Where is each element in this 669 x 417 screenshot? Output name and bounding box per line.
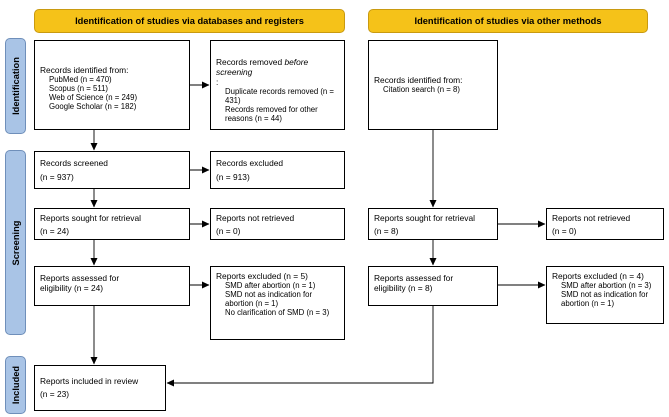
duplicates-removed: Duplicate records removed (n = 431)	[225, 87, 334, 105]
excluded-smd-after-abortion: SMD after abortion (n = 1)	[225, 281, 316, 290]
included-box: Reports included in review (n = 23)	[34, 365, 166, 411]
header-other-text: Identification of studies via other meth…	[414, 16, 602, 26]
other-identified-box: Records identified from: Citation search…	[368, 40, 498, 130]
other-assessed-box: Reports assessed for eligibility (n = 8)	[368, 266, 498, 306]
other-assessed-label: Reports assessed for	[374, 273, 454, 283]
records-screened-count: (n = 937)	[40, 172, 74, 182]
phase-included: Included	[5, 356, 26, 414]
source-pubmed: PubMed (n = 470)	[49, 75, 112, 84]
source-web-of-science: Web of Science (n = 249)	[49, 93, 138, 102]
reports-sought-count: (n = 24)	[40, 226, 70, 236]
other-sought-label: Reports sought for retrieval	[374, 213, 476, 223]
header-databases-text: Identification of studies via databases …	[75, 16, 304, 26]
reports-excluded-box: Reports excluded (n = 5) SMD after abort…	[210, 266, 345, 340]
other-not-retrieved-count: (n = 0)	[552, 226, 577, 236]
records-excluded-label: Records excluded	[216, 158, 284, 168]
reports-assessed-box: Reports assessed for eligibility (n = 24…	[34, 266, 190, 306]
included-label: Reports included in review	[40, 376, 139, 386]
records-excluded-count: (n = 913)	[216, 172, 250, 182]
other-excluded-box: Reports excluded (n = 4) SMD after abort…	[546, 266, 664, 324]
records-identified-title: Records identified from:	[40, 65, 129, 75]
records-identified-box: Records identified from: PubMed (n = 470…	[34, 40, 190, 130]
reports-not-retrieved-box: Reports not retrieved (n = 0)	[210, 208, 345, 240]
reports-sought-box: Reports sought for retrieval (n = 24)	[34, 208, 190, 240]
records-excluded-box: Records excluded (n = 913)	[210, 151, 345, 189]
included-count: (n = 23)	[40, 389, 70, 399]
records-removed-title: Records removed before screening:	[216, 57, 309, 87]
other-assessed-count: eligibility (n = 8)	[374, 283, 433, 293]
records-screened-label: Records screened	[40, 158, 108, 168]
other-excluded-title: Reports excluded (n = 4)	[552, 271, 644, 281]
header-databases: Identification of studies via databases …	[34, 9, 345, 33]
citation-search: Citation search (n = 8)	[383, 85, 460, 94]
other-removed: Records removed for other reasons (n = 4…	[225, 105, 318, 123]
other-excluded-smd-not-indication: SMD not as indication for abortion (n = …	[561, 290, 649, 308]
phase-identification: Identification	[5, 38, 26, 134]
reports-sought-label: Reports sought for retrieval	[40, 213, 142, 223]
other-identified-title: Records identified from:	[374, 75, 463, 85]
other-sought-box: Reports sought for retrieval (n = 8)	[368, 208, 498, 240]
excluded-no-clarification: No clarification of SMD (n = 3)	[225, 308, 330, 317]
other-not-retrieved-box: Reports not retrieved (n = 0)	[546, 208, 664, 240]
records-removed-box: Records removed before screening: Duplic…	[210, 40, 345, 130]
records-screened-box: Records screened (n = 937)	[34, 151, 190, 189]
reports-not-retrieved-label: Reports not retrieved	[216, 213, 295, 223]
arrow-other-assessed-to-included	[166, 306, 434, 387]
reports-assessed-count: eligibility (n = 24)	[40, 283, 104, 293]
reports-assessed-label: Reports assessed for	[40, 273, 120, 283]
excluded-smd-not-indication: SMD not as indication for abortion (n = …	[225, 290, 313, 308]
source-scopus: Scopus (n = 511)	[49, 84, 109, 93]
other-excluded-smd-after-abortion: SMD after abortion (n = 3)	[561, 281, 652, 290]
other-sought-count: (n = 8)	[374, 226, 399, 236]
other-not-retrieved-label: Reports not retrieved	[552, 213, 631, 223]
reports-excluded-title: Reports excluded (n = 5)	[216, 271, 308, 281]
reports-not-retrieved-count: (n = 0)	[216, 226, 241, 236]
phase-screening: Screening	[5, 150, 26, 335]
source-google-scholar: Google Scholar (n = 182)	[49, 102, 137, 111]
header-other-methods: Identification of studies via other meth…	[368, 9, 648, 33]
